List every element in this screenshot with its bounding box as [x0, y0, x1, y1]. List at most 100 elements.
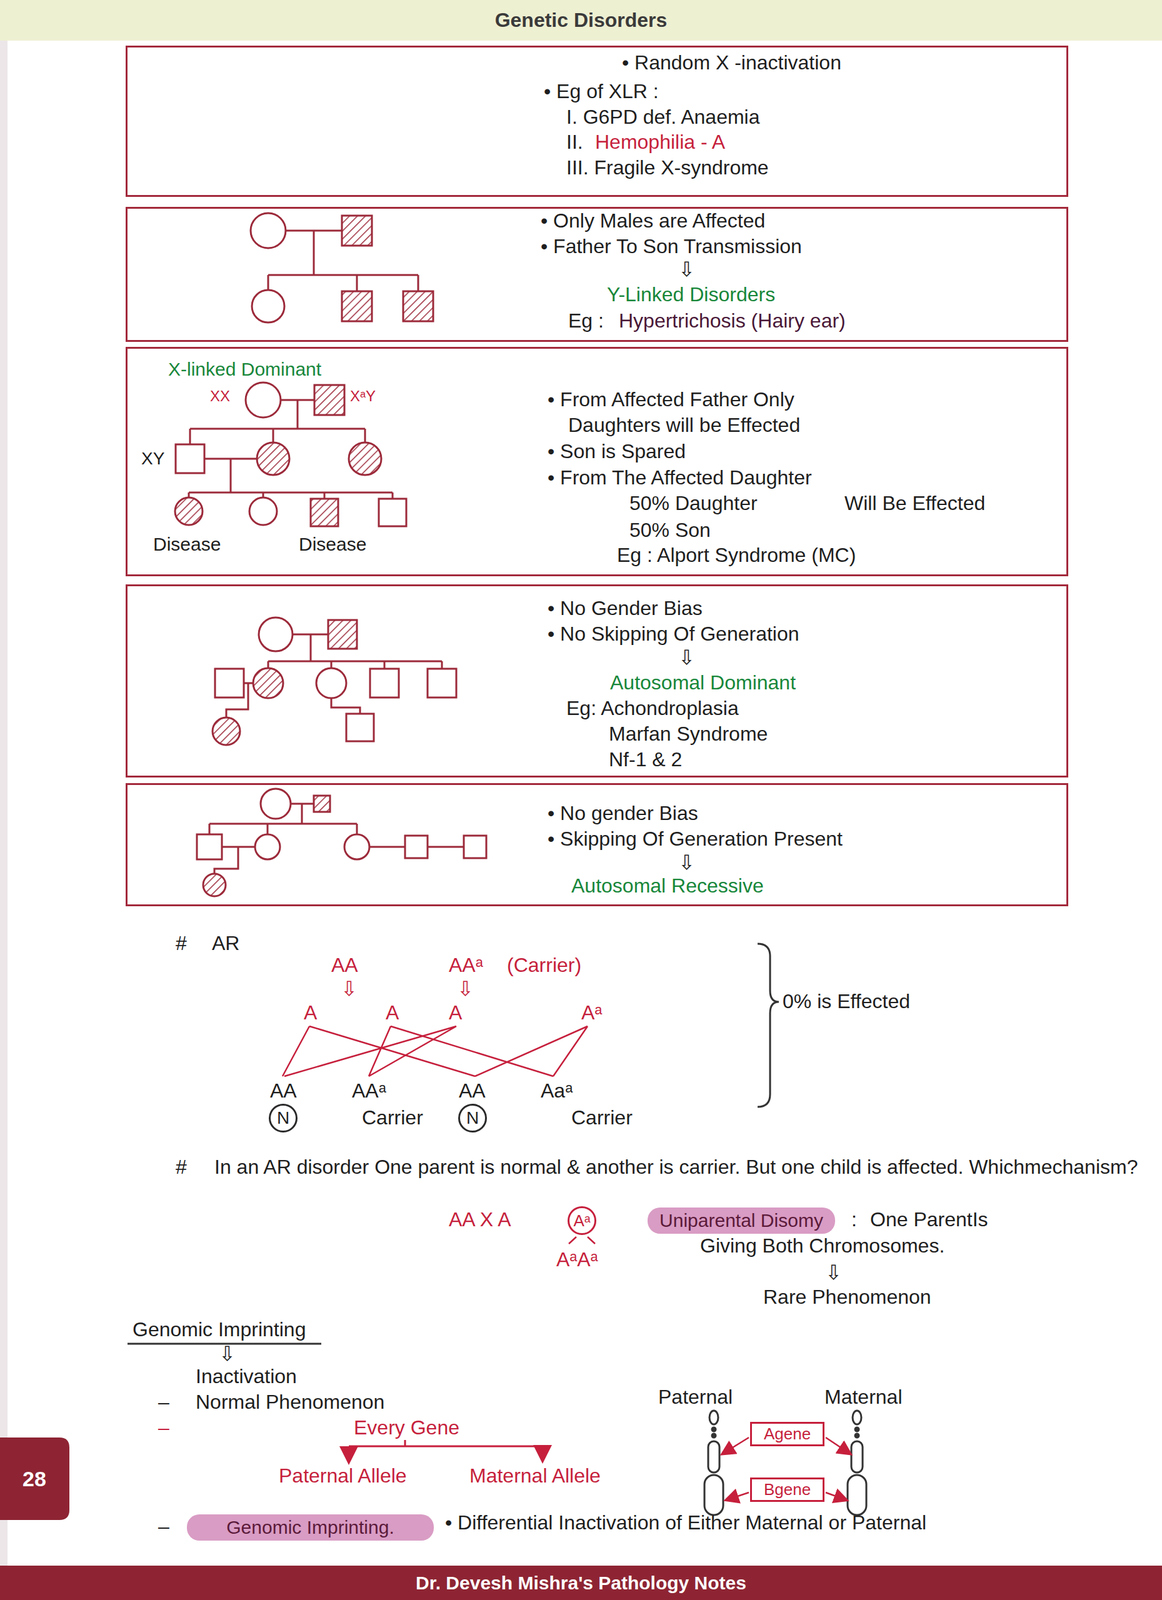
note-label: ⇩	[218, 1341, 236, 1368]
footer-caption: Dr. Devesh Mishra's Pathology Notes	[0, 1565, 1162, 1600]
note-text: Eg: Achondroplasia	[566, 695, 739, 722]
highlight-pill: Uniparental Disomy	[647, 1207, 836, 1234]
note-text: • No gender Bias	[547, 800, 699, 827]
note-box: • Only Males are Affected• Father To Son…	[125, 206, 1069, 342]
note-text: • No Skipping Of Generation	[547, 621, 800, 648]
note-label: A	[448, 1000, 462, 1027]
note-text: • Father To Son Transmission	[540, 233, 802, 261]
note-label: #	[175, 1154, 187, 1181]
note-label: Maternal	[824, 1384, 903, 1411]
note-label: AA X A	[448, 1207, 512, 1234]
note-text: Disease	[298, 531, 367, 557]
note-label: AᵃAᵃ	[556, 1247, 599, 1274]
note-label: Normal Phenomenon	[195, 1389, 385, 1416]
note-text: Hypertrichosis (Hairy ear)	[618, 308, 846, 335]
note-label: –	[158, 1415, 170, 1442]
node-text: Aᵃ	[573, 1211, 591, 1231]
circled-allele: Aᵃ	[567, 1206, 597, 1236]
node-text: Agene	[763, 1424, 811, 1444]
note-text: Disease	[153, 531, 221, 557]
page-edge	[0, 40, 8, 1566]
note-text: XᵃY	[350, 386, 376, 406]
note-label: AA	[458, 1078, 486, 1105]
header-band	[0, 0, 1162, 41]
note-text: XY	[141, 447, 165, 471]
note-text: II.	[566, 129, 584, 156]
note-text: • Skipping Of Generation Present	[547, 826, 843, 853]
footer-band	[0, 1565, 1162, 1600]
note-label: Genomic Imprinting	[132, 1317, 306, 1344]
note-text: • From The Affected Daughter	[547, 465, 812, 492]
autosomal-recessive-pedigree	[196, 788, 487, 897]
note-box: X-linked DominantXX XᵃY XY Disease Disease • …	[125, 346, 1069, 577]
caption-text: Dr. Devesh Mishra's Pathology Notes	[415, 1572, 747, 1594]
brace	[757, 943, 779, 1107]
allele-split	[348, 1440, 543, 1461]
note-label: AA	[270, 1078, 297, 1105]
note-label: AAᵃ	[351, 1078, 387, 1105]
note-label: :	[851, 1207, 857, 1234]
chromosomes	[704, 1410, 867, 1516]
note-text: • Only Males are Affected	[540, 208, 766, 235]
note-text: X-linked Dominant	[168, 356, 322, 382]
gene-box: Agene	[750, 1422, 825, 1447]
note-text: I. G6PD def. Anaemia	[566, 104, 761, 131]
note-label: ⇩	[456, 976, 474, 1003]
note-text: Hemophilia - A	[595, 129, 726, 156]
note-label: • Differential Inactivation of Either Ma…	[445, 1510, 927, 1537]
x-linked-dominant-pedigree	[175, 382, 407, 527]
note-text: Y-Linked Disorders	[606, 281, 776, 309]
note-text: • Eg of XLR :	[543, 78, 659, 106]
note-text: III. Fragile X-syndrome	[566, 155, 769, 182]
note-text: 50% Son	[629, 517, 711, 544]
note-text: Marfan Syndrome	[608, 721, 768, 748]
note-label: ⇩	[825, 1260, 842, 1287]
note-label: A	[303, 1000, 317, 1027]
note-text: • Random X -inactivation	[621, 50, 842, 77]
note-box: • No gender Bias• Skipping Of Generation…	[125, 783, 1069, 907]
gene-box: Bgene	[750, 1477, 825, 1503]
node-text: N	[276, 1108, 290, 1129]
note-label: –	[158, 1513, 170, 1541]
note-text: ⇩	[678, 850, 696, 877]
note-label: AR	[211, 930, 240, 957]
note-label: AA	[331, 952, 359, 979]
node-text: N	[466, 1108, 479, 1129]
circled-letter: N	[458, 1103, 487, 1133]
note-text: XX	[210, 386, 231, 406]
gene-arrows	[722, 1437, 851, 1501]
node-text: Bgene	[763, 1480, 811, 1500]
note-label: Inactivation	[195, 1363, 297, 1391]
note-label: Aᵃ	[581, 1000, 602, 1027]
note-box: • Random X -inactivation• Eg of XLR :I. …	[125, 45, 1069, 197]
note-label: Maternal Allele	[469, 1463, 601, 1490]
note-label: Aaᵃ	[540, 1078, 573, 1105]
note-label: –	[158, 1389, 170, 1416]
note-label: 0% is Effected	[782, 988, 911, 1016]
note-label: Rare Phenomenon	[763, 1284, 932, 1311]
page-tab	[0, 1437, 70, 1521]
cross-lines	[282, 1026, 588, 1077]
note-label: Paternal	[658, 1384, 733, 1411]
y-linked-pedigree	[250, 213, 434, 323]
note-label: AAᵃ	[448, 952, 484, 979]
note-text: • Son is Spared	[547, 438, 686, 466]
note-label: One ParentIs	[870, 1207, 989, 1234]
note-text: Will Be Effected	[844, 490, 986, 517]
note-label: ⇩	[340, 976, 358, 1003]
note-label: A	[385, 1000, 399, 1027]
arrow	[348, 1446, 351, 1462]
note-label: Carrier	[571, 1105, 633, 1132]
note-label: Carrier	[361, 1105, 424, 1132]
note-text: ⇩	[678, 256, 696, 284]
note-text: Daughters will be Effected	[568, 412, 801, 439]
note-text: ⇩	[678, 645, 696, 672]
node-text: Genomic Imprinting.	[226, 1517, 394, 1539]
disomy-arrows	[568, 1237, 596, 1244]
note-text: Eg :	[568, 308, 604, 335]
note-label: (Carrier)	[506, 952, 582, 979]
note-text: Autosomal Recessive	[571, 873, 764, 900]
autosomal-dominant-pedigree	[212, 617, 457, 746]
note-label: Giving Both Chromosomes.	[700, 1233, 945, 1260]
